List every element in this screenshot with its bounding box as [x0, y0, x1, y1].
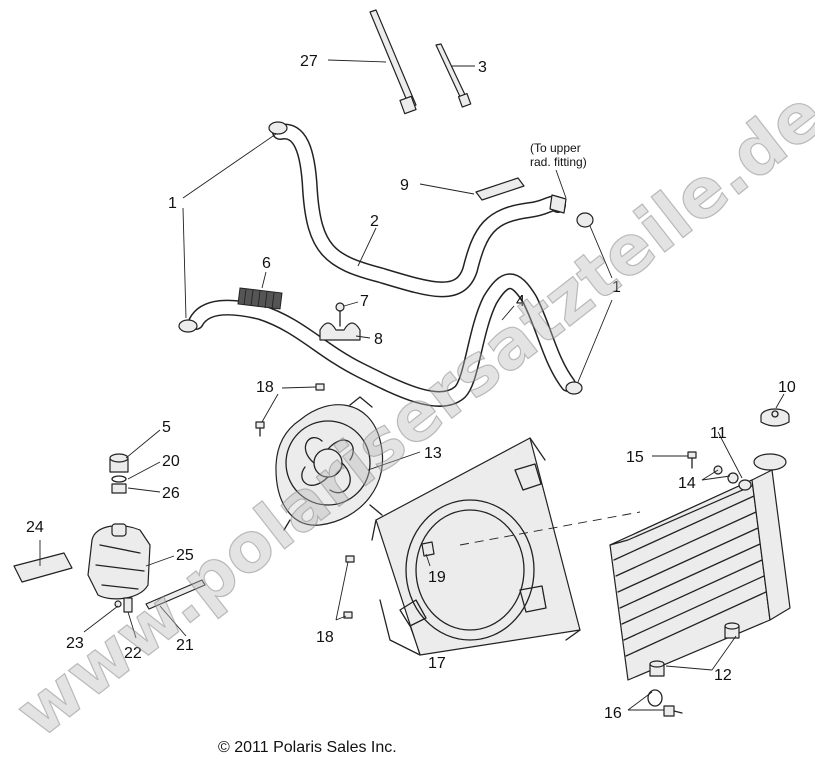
- callouts: 27 3 1 2 9 1 6 7 8 4 18 10 5 20 26 13 11…: [26, 53, 796, 722]
- callout-17: 17: [428, 655, 446, 672]
- callout-18-top: 18: [256, 379, 274, 396]
- upper-hose: [272, 123, 567, 298]
- callout-2: 2: [370, 213, 379, 230]
- alignment-line: [459, 511, 641, 546]
- callout-15: 15: [626, 449, 644, 466]
- callout-12: 12: [714, 667, 732, 684]
- coolant-reservoir: [87, 453, 151, 600]
- overflow-hose: [114, 579, 206, 613]
- copyright-text: © 2011 Polaris Sales Inc.: [218, 739, 397, 756]
- fan-assembly: [275, 396, 384, 531]
- callout-7: 7: [360, 293, 369, 310]
- callout-1-left: 1: [168, 195, 177, 212]
- reservoir-bracket: [13, 552, 73, 583]
- callout-19: 19: [428, 569, 446, 586]
- callout-21: 21: [176, 637, 194, 654]
- radiator-grommets: [649, 622, 740, 677]
- hose-sleeve: [237, 287, 283, 310]
- fitting-note: (To upper rad. fitting): [530, 141, 587, 169]
- callout-11: 11: [710, 425, 727, 442]
- radiator-fins: [613, 495, 767, 657]
- callout-4: 4: [516, 293, 525, 310]
- callout-1-right: 1: [612, 279, 621, 296]
- screw-and-clip: [319, 302, 361, 341]
- callout-16: 16: [604, 705, 622, 722]
- shroud-clip: [421, 541, 435, 557]
- hose-clamps: [178, 121, 594, 395]
- callout-24: 24: [26, 519, 44, 536]
- radiator-fasteners: [687, 451, 739, 484]
- note-line-2: rad. fitting): [530, 155, 587, 169]
- foam-pad: [475, 177, 525, 201]
- cable-ties: [369, 9, 472, 115]
- callout-26: 26: [162, 485, 180, 502]
- callout-23: 23: [66, 635, 84, 652]
- fan-screws: [255, 383, 355, 619]
- callout-3: 3: [478, 59, 487, 76]
- radiator: [609, 453, 791, 681]
- callout-9: 9: [400, 177, 409, 194]
- callout-6: 6: [262, 255, 271, 272]
- lower-hose: [188, 273, 576, 407]
- callout-14: 14: [678, 475, 696, 492]
- callout-27: 27: [300, 53, 318, 70]
- temperature-sensor: [647, 689, 683, 717]
- note-line-1: (To upper: [530, 141, 581, 155]
- fan-shroud: [371, 437, 581, 656]
- leader-lines: [39, 59, 785, 711]
- callout-13: 13: [424, 445, 442, 462]
- callout-25: 25: [176, 547, 194, 564]
- radiator-cap: [760, 408, 790, 427]
- callout-5: 5: [162, 419, 171, 436]
- callout-20: 20: [162, 453, 180, 470]
- callout-18-bottom: 18: [316, 629, 334, 646]
- callout-8: 8: [374, 331, 383, 348]
- callout-10: 10: [778, 379, 796, 396]
- callout-22: 22: [124, 645, 142, 662]
